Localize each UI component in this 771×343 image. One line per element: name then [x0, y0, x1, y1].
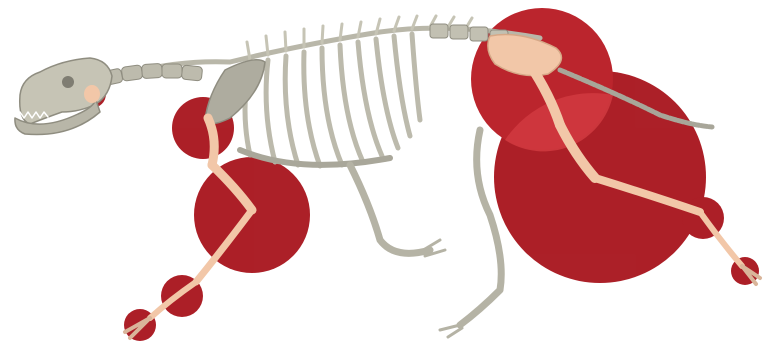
jaw-joint-bone — [84, 85, 100, 103]
eye-socket — [62, 76, 74, 88]
